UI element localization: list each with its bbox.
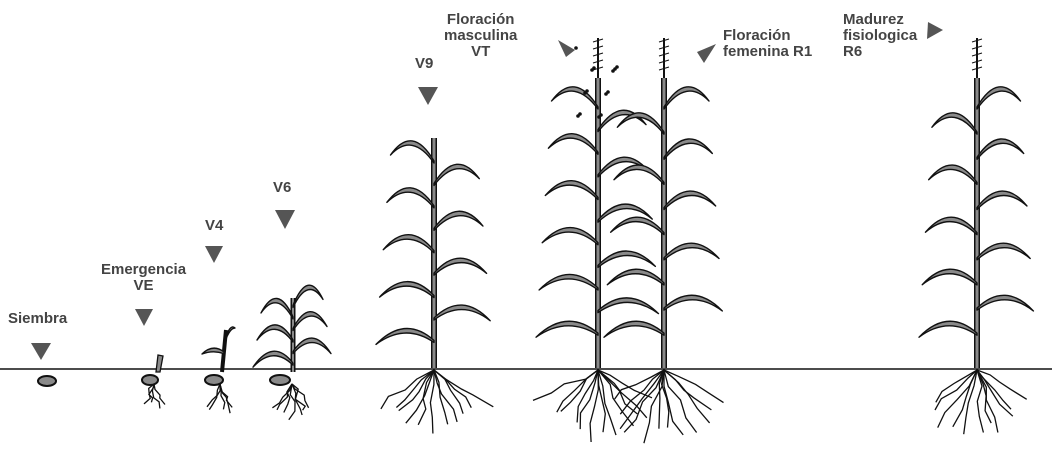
label-emergencia: Emergencia VE: [101, 262, 186, 294]
label-emergencia-line-1: Emergencia: [101, 262, 186, 278]
plant-r1: [604, 38, 722, 368]
marker-v4: [205, 246, 223, 263]
label-floracion-femenina: Floración femenina R1: [723, 28, 812, 60]
marker-emergencia: [135, 309, 153, 326]
label-floracion-masculina: Floración masculina VT: [444, 12, 517, 60]
plant-vt: [536, 38, 658, 368]
label-emergencia-line-2: VE: [101, 278, 186, 294]
roots-v6: [272, 384, 308, 420]
label-madurez-line-2: fisiologica: [843, 28, 917, 44]
label-floracion-femenina-line-2: femenina R1: [723, 44, 812, 60]
marker-v6: [275, 210, 295, 229]
label-madurez: Madurez fisiologica R6: [843, 12, 917, 60]
seed: [38, 376, 56, 386]
roots-emergencia: [144, 384, 165, 408]
marker-siembra: [31, 343, 51, 360]
marker-v9: [418, 87, 438, 105]
label-v9: V9: [415, 56, 433, 72]
label-v6-line-1: V6: [273, 180, 291, 196]
roots-vt: [533, 370, 652, 442]
label-v9-line-1: V9: [415, 56, 433, 72]
label-siembra: Siembra: [8, 311, 67, 327]
label-v6: V6: [273, 180, 291, 196]
label-floracion-femenina-line-1: Floración: [723, 28, 812, 44]
pointer-floracion-masculina: [558, 40, 575, 57]
label-madurez-line-3: R6: [843, 44, 917, 60]
pointer-floracion-femenina: [697, 44, 716, 63]
label-siembra-line-1: Siembra: [8, 311, 67, 327]
roots-r1: [615, 370, 724, 443]
label-madurez-line-1: Madurez: [843, 12, 917, 28]
pointer-madurez: [927, 22, 943, 39]
label-floracion-masculina-line-2: masculina: [444, 28, 517, 44]
plant-v6-shoot: [253, 285, 331, 372]
label-floracion-masculina-line-1: Floración: [444, 12, 517, 28]
label-floracion-masculina-line-3: VT: [444, 44, 517, 60]
label-v4: V4: [205, 218, 223, 234]
roots-v9: [381, 370, 493, 434]
plant-emergencia: [142, 355, 163, 385]
label-v4-line-1: V4: [205, 218, 223, 234]
plant-v9: [376, 138, 490, 368]
plant-v6: [270, 375, 290, 385]
plant-r6: [919, 38, 1033, 368]
roots-v4: [207, 384, 232, 413]
plant-v4: [202, 327, 235, 385]
roots-r6: [935, 370, 1027, 434]
